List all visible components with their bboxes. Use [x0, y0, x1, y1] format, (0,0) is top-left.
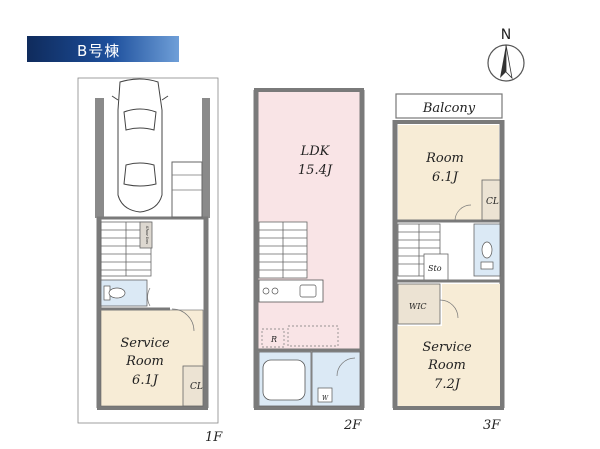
f1-closet — [182, 365, 204, 407]
car-parking-icon — [111, 78, 169, 213]
f3-service-room-name-2: Room — [427, 358, 466, 373]
f3-closet-label: CL — [486, 197, 499, 207]
f3-service-room-size: 7.2J — [434, 377, 461, 392]
f1-room-name-1: Service — [120, 336, 170, 351]
f3-storage-label: Sto — [428, 264, 442, 273]
building-title-banner: B号棟 — [27, 36, 179, 62]
f2-washer-label: W — [322, 395, 329, 402]
f1-room-size: 6.1J — [132, 373, 159, 388]
f3-balcony-label: Balcony — [422, 101, 476, 116]
f3-service-room-name-1: Service — [422, 340, 472, 355]
f3-wic-label: WIC — [409, 302, 427, 311]
f1-toilet-icon — [103, 285, 126, 301]
f3-toilet-icon — [480, 241, 494, 270]
f2-kitchen-counter — [258, 279, 324, 303]
floor-1f-plan: Shoe box CL Service Room 6.1J 1F — [77, 77, 223, 445]
f3-room-upper-size: 6.1J — [432, 170, 459, 185]
f3-walk-in-closet — [397, 283, 441, 325]
f1-lot-outline — [77, 77, 219, 424]
f2-ldk-name: LDK — [300, 144, 331, 159]
f2-ldk-room — [258, 92, 364, 349]
floor-3f-plan: Balcony Room 6.1J CL Sto — [392, 93, 505, 433]
f3-storage — [423, 253, 449, 281]
f2-ldk-size: 15.4J — [298, 163, 333, 178]
floor-label-2f: 2F — [343, 418, 362, 433]
f3-closet — [481, 179, 501, 221]
compass-north-label: N — [501, 27, 511, 43]
north-compass: N — [487, 27, 525, 82]
f1-room-name-2: Room — [125, 354, 164, 369]
floor-label-1f: 1F — [205, 430, 223, 445]
building-title: B号棟 — [77, 42, 121, 60]
floor-label-3f: 3F — [483, 418, 501, 433]
floor-2f-plan: LDK 15.4J R W 2F — [253, 88, 365, 433]
f3-balcony — [395, 93, 503, 119]
f3-room-upper-name: Room — [425, 151, 464, 166]
f2-fridge-label: R — [270, 335, 277, 344]
f1-closet-label: CL — [190, 382, 203, 392]
f1-shoe-box-label: Shoe box — [145, 226, 150, 245]
f2-staircase — [258, 221, 308, 279]
f2-bathtub-icon — [262, 359, 306, 401]
